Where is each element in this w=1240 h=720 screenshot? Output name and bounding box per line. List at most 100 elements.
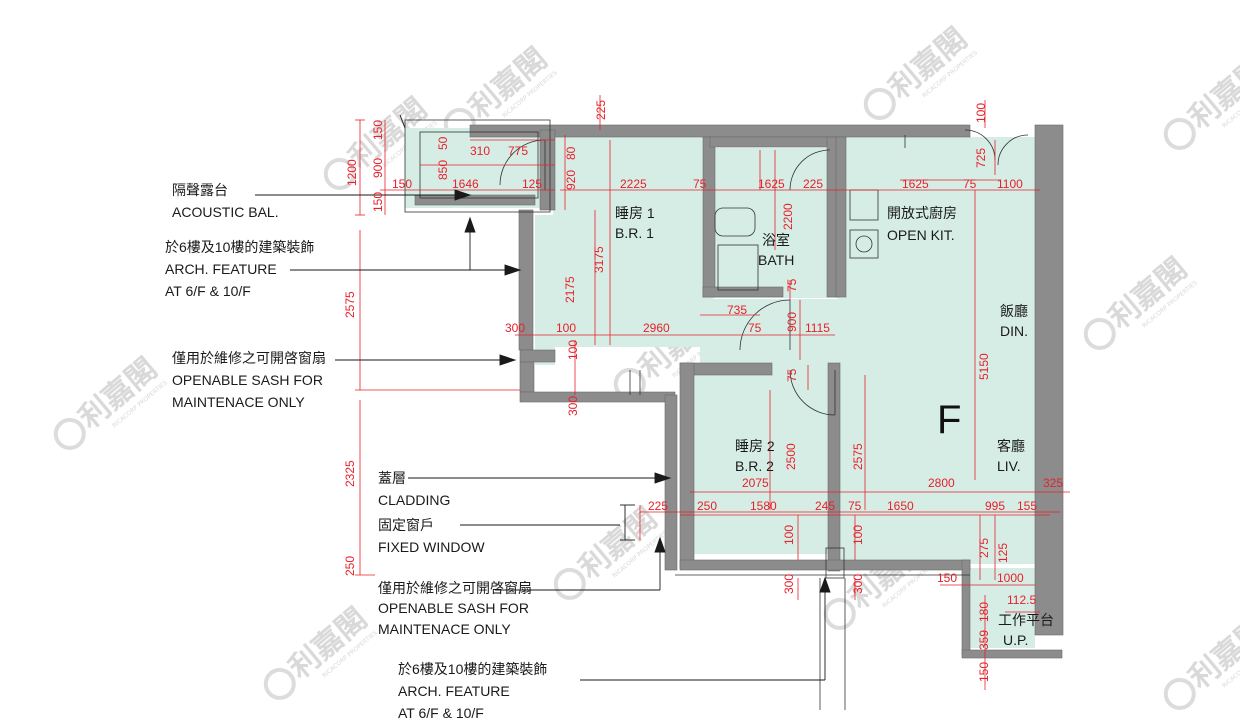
dim-245: 245: [815, 499, 835, 513]
door-swings: [499, 129, 1029, 416]
dim-100-a: 100: [556, 321, 576, 335]
callout-sash-bottom-en2: MAINTENACE ONLY: [378, 621, 511, 637]
room-kit-en: OPEN KIT.: [887, 227, 955, 243]
dim-300-b: 300: [566, 396, 580, 416]
dim-2800: 2800: [928, 476, 955, 490]
room-br2-en: B.R. 2: [735, 458, 774, 474]
callout-labels: 隔聲露台 ACOUSTIC BAL. 於6樓及10樓的建築裝飾 ARCH. FE…: [165, 182, 547, 720]
callout-sash-bottom-cn: 僅用於維修之可開啓窗扇: [378, 580, 532, 596]
dim-75-c: 75: [748, 321, 762, 335]
dim-150-a: 150: [371, 120, 385, 140]
callout-arch-bottom-en1: ARCH. FEATURE: [398, 683, 510, 699]
dim-995: 995: [985, 499, 1005, 513]
dim-100-b: 100: [566, 340, 580, 360]
dim-1115: 1115: [805, 321, 830, 335]
dim-100-c: 100: [782, 525, 796, 545]
dim-100-d: 100: [851, 525, 865, 545]
dim-2075: 2075: [742, 476, 769, 490]
room-up-cn: 工作平台: [998, 612, 1054, 628]
dim-2500: 2500: [784, 443, 798, 470]
leader-lines: [255, 114, 831, 681]
callout-arch-bottom-en2: AT 6/F & 10/F: [398, 705, 484, 720]
dim-1625-a: 1625: [758, 177, 785, 191]
dim-150-d: 150: [937, 571, 957, 585]
dim-180: 180: [977, 602, 991, 622]
dim-1200: 1200: [345, 159, 359, 186]
dim-250-a: 250: [697, 499, 717, 513]
callout-arch-top-en1: ARCH. FEATURE: [165, 261, 277, 277]
callout-arch-bottom-cn: 於6樓及10樓的建築裝飾: [398, 661, 547, 677]
callout-acoustic-bal-cn: 隔聲露台: [172, 182, 228, 198]
dim-75-e: 75: [785, 368, 799, 382]
callout-arch-top-en2: AT 6/F & 10/F: [165, 283, 251, 299]
room-br1-en: B.R. 1: [615, 225, 654, 241]
callout-cladding-en: CLADDING: [378, 492, 450, 508]
callout-sash-bottom-en1: OPENABLE SASH FOR: [378, 600, 529, 616]
dim-2325: 2325: [343, 460, 357, 487]
dim-2225: 2225: [620, 177, 647, 191]
dim-125-b: 125: [996, 543, 1010, 563]
callout-fixed-window-en: FIXED WINDOW: [378, 539, 485, 555]
walls: [414, 124, 1064, 659]
dim-112-5: 112.5: [1007, 593, 1036, 607]
dim-275: 275: [977, 538, 991, 558]
dim-325: 325: [1043, 476, 1063, 490]
dim-75-a: 75: [693, 177, 707, 191]
room-fills: [405, 128, 1038, 648]
dim-300-c: 300: [782, 574, 796, 594]
room-din-en: DIN.: [1000, 323, 1028, 339]
room-up-en: U.P.: [1003, 632, 1028, 648]
dim-1625-b: 1625: [902, 177, 929, 191]
dim-3175: 3175: [592, 246, 606, 273]
dim-50: 50: [436, 136, 450, 150]
dim-900-a: 900: [371, 158, 385, 178]
dim-225-c: 225: [648, 499, 668, 513]
dim-1580: 1580: [750, 499, 777, 513]
dim-900-b: 900: [785, 312, 799, 332]
room-liv-en: LIV.: [997, 458, 1021, 474]
room-kit-cn: 開放式廚房: [887, 205, 957, 221]
dimension-lines: [355, 95, 1070, 690]
dim-155: 155: [1017, 499, 1037, 513]
dim-5150: 5150: [977, 353, 991, 380]
dim-2575-mid: 2575: [851, 443, 865, 470]
dim-250-b: 250: [343, 556, 357, 576]
callout-fixed-window-cn: 固定窗戶: [378, 517, 434, 533]
dim-920: 920: [564, 170, 578, 190]
dim-300-a: 300: [505, 321, 525, 335]
dim-310: 310: [470, 144, 490, 158]
dim-75-b: 75: [963, 177, 977, 191]
room-labels: 睡房 1 B.R. 1 浴室 BATH 開放式廚房 OPEN KIT. 飯廳 D…: [615, 205, 1054, 648]
dim-225-b: 225: [803, 177, 823, 191]
callout-sash-top-en1: OPENABLE SASH FOR: [172, 372, 323, 388]
dim-1646: 1646: [452, 177, 479, 191]
dim-2175: 2175: [563, 276, 577, 303]
room-br2-cn: 睡房 2: [735, 438, 775, 454]
dim-735: 735: [727, 303, 747, 317]
dim-775: 775: [508, 144, 528, 158]
callout-cladding-cn: 蓋層: [378, 470, 406, 486]
dim-2960: 2960: [643, 321, 670, 335]
dimension-labels: 225 150 1200 900 150 850 50 310 775 920 …: [343, 100, 1063, 682]
dim-2575-left: 2575: [343, 291, 357, 318]
callout-arch-top-cn: 於6樓及10樓的建築裝飾: [165, 239, 314, 255]
dim-150-b: 150: [392, 177, 412, 191]
room-br1-cn: 睡房 1: [615, 205, 655, 221]
dim-75-f: 75: [848, 499, 862, 513]
dim-75-d: 75: [785, 278, 799, 292]
callout-acoustic-bal-en: ACOUSTIC BAL.: [172, 204, 279, 220]
callout-sash-top-en2: MAINTENACE ONLY: [172, 394, 305, 410]
room-liv-cn: 客廳: [997, 438, 1025, 454]
dim-225-top: 225: [594, 100, 608, 120]
dim-150-e: 150: [977, 662, 991, 682]
dim-1100: 1100: [997, 177, 1023, 191]
dim-2200: 2200: [781, 203, 795, 230]
